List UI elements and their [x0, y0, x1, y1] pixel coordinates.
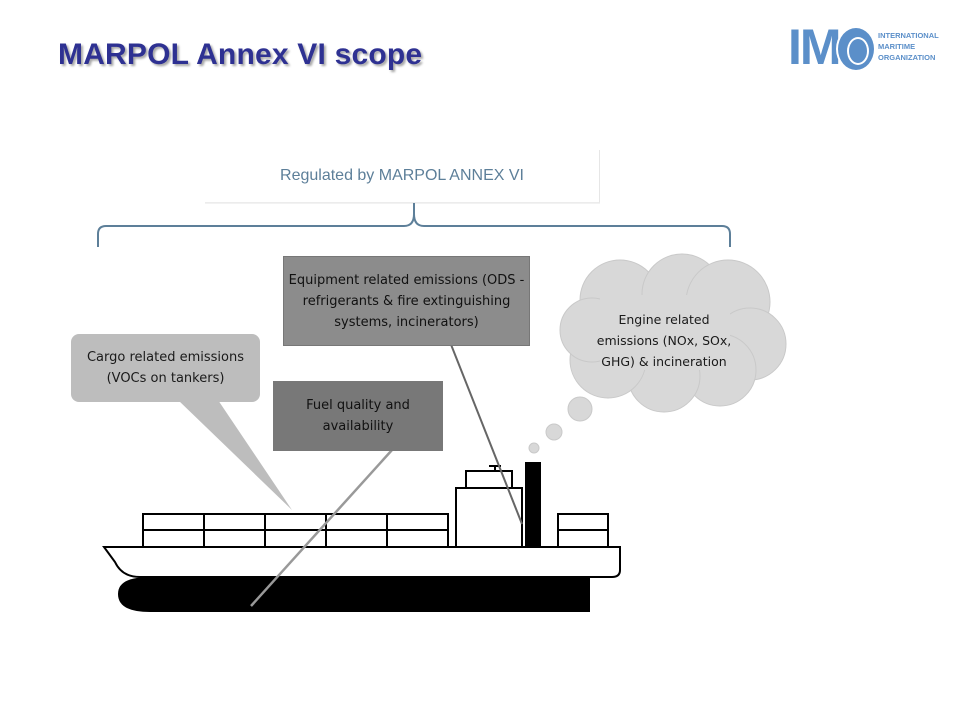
- cargo-emissions-bubble: Cargo related emissions (VOCs on tankers…: [71, 334, 260, 402]
- ship-hull-upper: [102, 546, 621, 578]
- equipment-pointer-line: [449, 341, 523, 525]
- logo-organization-name: INTERNATIONAL MARITIME ORGANIZATION: [878, 30, 939, 63]
- equipment-emissions-box: Equipment related emissions (ODS - refri…: [283, 256, 530, 346]
- cargo-emissions-text: Cargo related emissions (VOCs on tankers…: [86, 350, 244, 386]
- scope-bracket: [97, 203, 731, 247]
- logo-letters: IM: [788, 19, 842, 75]
- ship-hull-bottom: [118, 577, 590, 612]
- imo-logo: IM INTERNATIONAL MARITIME ORGANIZATION: [788, 22, 948, 74]
- engine-emissions-cloud-text: Engine related emissions (NOx, SOx, GHG)…: [596, 293, 732, 387]
- scope-label: Regulated by MARPOL ANNEX VI: [205, 150, 600, 203]
- logo-line-3: ORGANIZATION: [878, 53, 936, 62]
- logo-line-1: INTERNATIONAL: [878, 31, 939, 40]
- fuel-pointer-line: [250, 449, 393, 607]
- container-stack: [142, 513, 609, 548]
- engine-thought-cloud: [528, 253, 787, 454]
- engine-emissions-text: Engine related emissions (NOx, SOx, GHG)…: [596, 311, 732, 369]
- slide-title: MARPOL Annex VI scope: [58, 38, 423, 71]
- fuel-quality-text: Fuel quality and availability: [306, 398, 410, 434]
- fuel-quality-box: Fuel quality and availability: [273, 381, 443, 451]
- globe-emblem-icon: [836, 26, 876, 72]
- cargo-bubble-tail: [178, 400, 292, 510]
- ship-superstructure: [455, 465, 523, 548]
- equipment-emissions-text: Equipment related emissions (ODS - refri…: [288, 272, 525, 330]
- ship-funnel: [525, 462, 541, 547]
- logo-line-2: MARITIME: [878, 42, 916, 51]
